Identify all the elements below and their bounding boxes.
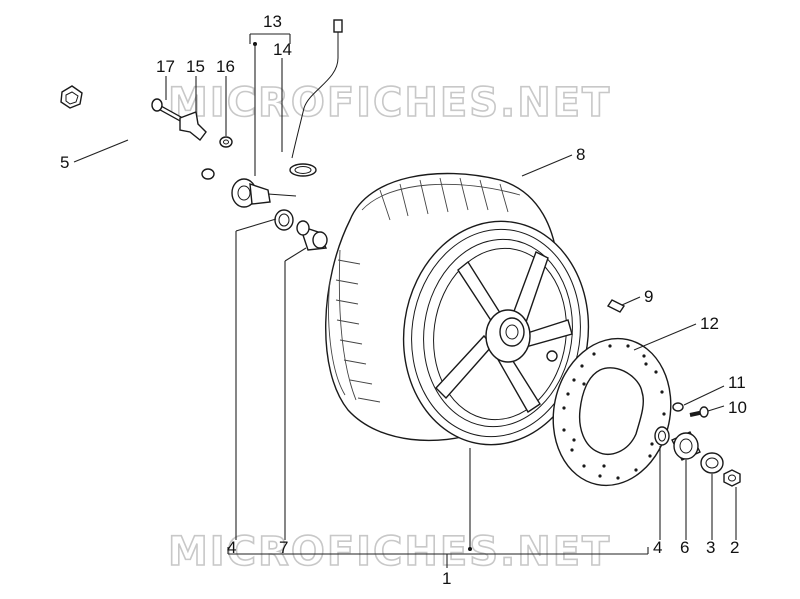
callout-12: 12 (700, 314, 719, 333)
bearing-part (700, 452, 724, 474)
callout-4-left: 4 (227, 538, 236, 557)
left-seal-part (274, 209, 294, 231)
callout-15: 15 (186, 57, 205, 76)
callout-9: 9 (644, 287, 653, 306)
watermark-bottom: MICROFICHES.NET (168, 529, 611, 575)
callout-7: 7 (279, 538, 288, 557)
brake-disc-part (552, 337, 672, 487)
washer-part (219, 136, 233, 148)
callout-13: 13 (263, 12, 282, 31)
callout-2: 2 (730, 538, 739, 557)
callout-5: 5 (60, 153, 69, 172)
callout-16: 16 (216, 57, 235, 76)
callout-14: 14 (273, 40, 292, 59)
callout-4-right: 4 (653, 538, 662, 557)
callout-labels: 13 14 17 15 16 5 8 9 12 11 10 4 7 4 6 3 … (60, 12, 747, 588)
leader-lines (73, 33, 737, 568)
speedometer-cable-part (289, 19, 343, 177)
valve-part (606, 299, 626, 313)
right-spacer-part (671, 431, 701, 461)
callout-8: 8 (576, 145, 585, 164)
speedometer-drive-part (231, 178, 297, 208)
callout-10: 10 (728, 398, 747, 417)
tire-tread-pattern (335, 177, 509, 403)
axle-part (60, 85, 215, 180)
disc-washer-part (672, 402, 684, 412)
callout-11: 11 (728, 373, 746, 392)
callout-3: 3 (706, 538, 715, 557)
callout-6: 6 (680, 538, 689, 557)
nut-part (723, 469, 741, 487)
callout-1: 1 (442, 569, 451, 588)
callout-17: 17 (156, 57, 175, 76)
right-seal-part (654, 426, 670, 446)
watermark-top: MICROFICHES.NET (168, 80, 611, 126)
wheel-rim-part (402, 220, 590, 446)
left-spacer-part (296, 220, 328, 251)
disc-bolt-part (689, 406, 709, 418)
